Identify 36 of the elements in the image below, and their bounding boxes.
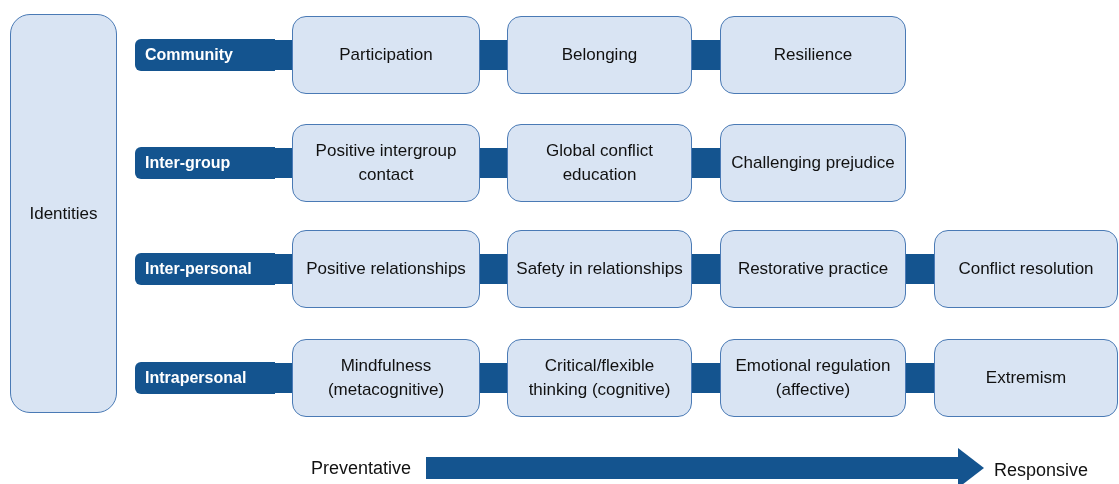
process-box: Safety in relationships: [507, 230, 692, 308]
row-label: Inter-group: [135, 147, 275, 179]
connector-bar: [692, 40, 720, 70]
process-box: Mindfulness (metacognitive): [292, 339, 480, 417]
process-box: Challenging prejudice: [720, 124, 906, 202]
connector-bar: [275, 40, 292, 70]
connector-bar: [692, 363, 720, 393]
connector-bar: [692, 148, 720, 178]
connector-bar: [480, 363, 507, 393]
row-label: Community: [135, 39, 275, 71]
process-box: Emotional regulation (affective): [720, 339, 906, 417]
connector-bar: [275, 254, 292, 284]
row-label: Intrapersonal: [135, 362, 275, 394]
process-box: Positive relationships: [292, 230, 480, 308]
process-box: Extremism: [934, 339, 1118, 417]
process-box: Positive intergroup contact: [292, 124, 480, 202]
scale-label: Preventative: [296, 454, 426, 482]
process-box: Belonging: [507, 16, 692, 94]
connector-bar: [480, 148, 507, 178]
process-box: Global conflict education: [507, 124, 692, 202]
connector-bar: [906, 254, 934, 284]
connector-bar: [692, 254, 720, 284]
process-box: Critical/flexible thinking (cognitive): [507, 339, 692, 417]
process-box: Participation: [292, 16, 480, 94]
connector-bar: [906, 363, 934, 393]
connector-bar: [275, 148, 292, 178]
process-box: Resilience: [720, 16, 906, 94]
connector-bar: [275, 363, 292, 393]
connector-bar: [480, 254, 507, 284]
scale-label: Responsive: [984, 456, 1098, 484]
row-label: Inter-personal: [135, 253, 275, 285]
arrow: [426, 448, 984, 484]
process-box: Conflict resolution: [934, 230, 1118, 308]
connector-bar: [480, 40, 507, 70]
side-panel: Identities: [10, 14, 117, 413]
process-box: Restorative practice: [720, 230, 906, 308]
